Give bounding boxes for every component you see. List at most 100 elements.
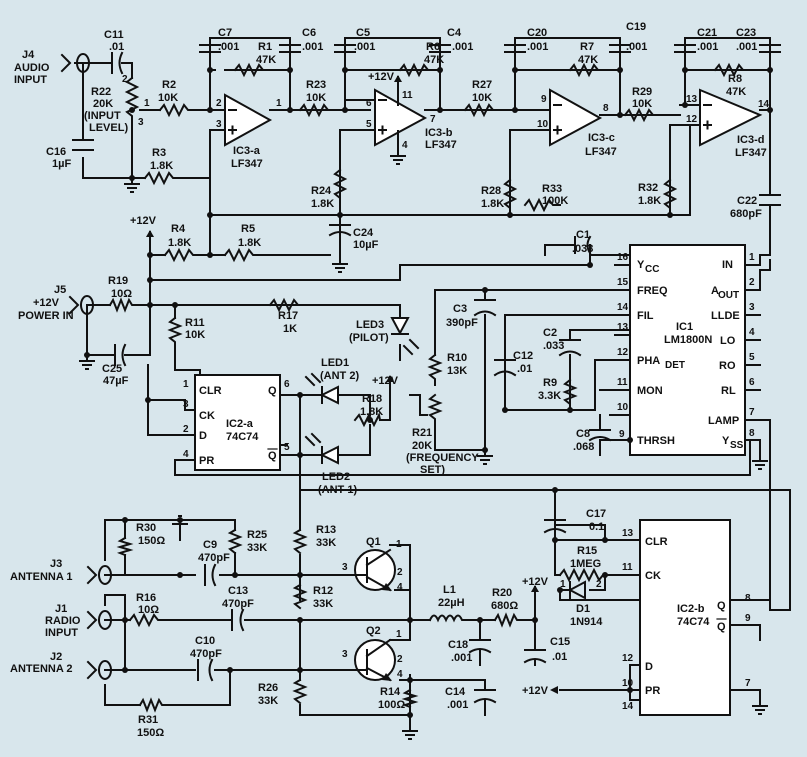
- svg-text:OUT: OUT: [718, 290, 739, 301]
- c21-value: .001: [697, 41, 718, 53]
- j3-jack: [86, 565, 112, 585]
- svg-text:1: 1: [396, 629, 402, 640]
- r6-value: 47K: [424, 54, 444, 66]
- j5-jack: [68, 295, 94, 315]
- ic3d-value: LF347: [735, 147, 767, 159]
- svg-text:3: 3: [749, 302, 755, 313]
- r2-symbol: [158, 102, 191, 118]
- svg-text:D: D: [645, 661, 653, 673]
- ic3b-value: LF347: [425, 139, 457, 151]
- r12-ref: R12: [313, 585, 333, 597]
- c5-symbol: [334, 44, 356, 53]
- svg-text:9: 9: [745, 613, 751, 624]
- r9-symbol: [562, 378, 578, 411]
- r22-note1: (INPUT: [84, 110, 121, 122]
- j4-audio: AUDIO: [14, 62, 50, 74]
- c16-value: 1µF: [52, 158, 71, 170]
- r11-value: 10K: [185, 329, 205, 341]
- c13-value: 470pF: [222, 598, 254, 610]
- c19-symbol: [609, 44, 631, 53]
- ic3b-symbol: [374, 84, 428, 151]
- svg-text:1: 1: [144, 98, 150, 109]
- r32-value: 1.8K: [638, 195, 661, 207]
- r30-value: 150Ω: [138, 535, 165, 547]
- c1-ref: C1: [576, 229, 590, 241]
- c8-symbol: [588, 414, 616, 442]
- svg-text:Q: Q: [268, 450, 277, 462]
- r16-ref: R16: [136, 592, 156, 604]
- svg-text:1: 1: [276, 98, 282, 109]
- r21-symbol: [427, 393, 486, 451]
- svg-text:14: 14: [622, 701, 634, 712]
- c5-ref: C5: [356, 27, 370, 39]
- led3-symbol: [390, 317, 420, 356]
- c2-value: .033: [543, 340, 564, 352]
- r24-symbol: [332, 168, 348, 206]
- svg-text:11: 11: [402, 90, 413, 101]
- svg-text:Y: Y: [722, 435, 730, 447]
- c24-ref: C24: [353, 227, 374, 239]
- svg-text:12: 12: [617, 347, 629, 358]
- svg-text:IN: IN: [722, 259, 733, 271]
- ic3d-symbol: [699, 88, 763, 147]
- q2-symbol: [349, 638, 396, 682]
- r18-value: 1.8K: [360, 406, 383, 418]
- c14-symbol: [473, 689, 497, 704]
- svg-text:LLDE: LLDE: [711, 310, 740, 322]
- svg-text:LAMP: LAMP: [708, 415, 739, 427]
- j1-jack: [86, 610, 112, 630]
- svg-text:9: 9: [541, 94, 547, 105]
- ic3c-symbol: [549, 88, 603, 147]
- r7-symbol: [568, 62, 601, 78]
- c8-value: .068: [573, 441, 594, 453]
- r26-symbol: [292, 678, 308, 705]
- c1-symbol: [574, 235, 592, 255]
- j2-jack: [86, 660, 112, 680]
- svg-text:11: 11: [617, 377, 628, 388]
- r14-ref: R14: [380, 686, 401, 698]
- svg-text:3: 3: [342, 649, 348, 660]
- r16-symbol: [128, 612, 161, 628]
- r23-value: 10K: [306, 92, 326, 104]
- ic3b-ref: IC3-b: [425, 127, 453, 139]
- c24-symbol: [328, 224, 352, 259]
- d1-value: 1N914: [570, 616, 603, 628]
- svg-text:8: 8: [745, 593, 751, 604]
- j5-12v: +12V: [33, 297, 60, 309]
- r17-ref: R17: [278, 310, 298, 322]
- j5-power-in: POWER IN: [18, 310, 74, 322]
- r24-ref: R24: [311, 185, 332, 197]
- c13-ref: C13: [228, 585, 248, 597]
- j3-antenna1: ANTENNA 1: [10, 571, 73, 583]
- svg-text:5: 5: [366, 119, 372, 130]
- c22-ref: C22: [737, 195, 757, 207]
- ic2b-pin-labels: CLR CK D PR Q Q 13 11 12 10 14 8 9 7: [622, 528, 751, 712]
- svg-text:1: 1: [749, 252, 755, 263]
- ic1-value: LM1800N: [664, 334, 712, 346]
- plus12v-label-leds: +12V: [372, 375, 399, 387]
- svg-text:4: 4: [397, 669, 403, 680]
- r22-ref: R22: [91, 86, 111, 98]
- led2-note: (ANT 1): [318, 484, 357, 496]
- r11-ref: R11: [185, 317, 205, 329]
- svg-text:PR: PR: [645, 685, 660, 697]
- j1-input: INPUT: [45, 627, 78, 639]
- svg-text:9: 9: [619, 429, 625, 440]
- ic2a-pin-labels: CLR CK D PR Q Q 1 3 2 4 6 5: [183, 379, 290, 467]
- r28-value: 1.8K: [481, 198, 504, 210]
- plus12v-label-ic2b: +12V: [522, 685, 549, 697]
- svg-text:D: D: [199, 430, 207, 442]
- r4-symbol: [163, 247, 196, 263]
- r8-ref: R8: [728, 73, 742, 85]
- q1-symbol: [349, 548, 396, 592]
- svg-text:Q: Q: [717, 600, 726, 612]
- j2-label: J2: [50, 651, 62, 663]
- c21-ref: C21: [697, 27, 717, 39]
- c23-value: .001: [736, 41, 757, 53]
- svg-text:5: 5: [749, 352, 755, 363]
- r5-symbol: [223, 247, 261, 263]
- r15-symbol: [558, 567, 606, 583]
- ic1-ref: IC1: [676, 321, 693, 333]
- c19-value: .001: [626, 41, 647, 53]
